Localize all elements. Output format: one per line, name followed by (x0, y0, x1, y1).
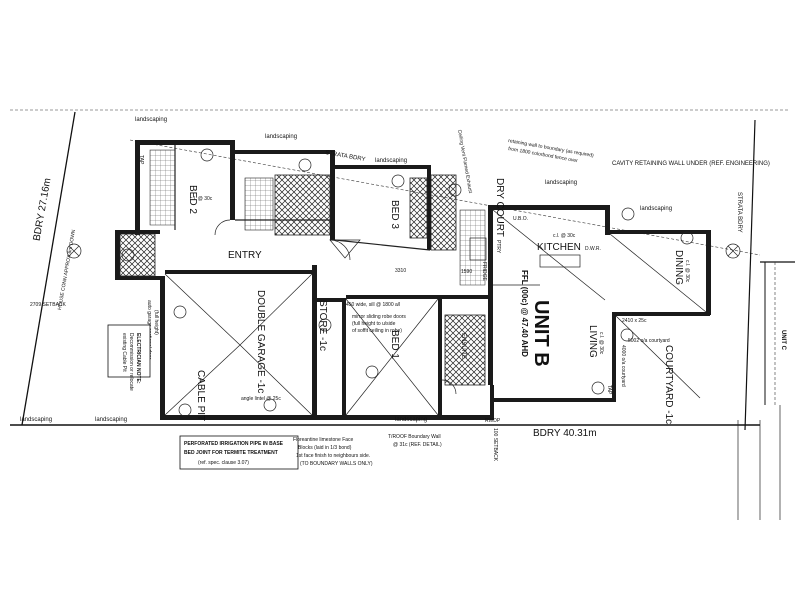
bed3-robe-hatch (409, 177, 428, 239)
room-ensuite: ENSUITE (460, 333, 466, 359)
bottom-boundary-label: BDRY 40.31m (533, 428, 597, 439)
landscaping-label-6: landscaping (20, 417, 52, 423)
room-entry: ENTRY (228, 250, 262, 261)
electrician-note-title: ELECTRICIAN NOTE: (135, 333, 141, 384)
sliding-door-note-1: mirror sliding robe doors (352, 314, 406, 320)
sewer-marker-right (725, 243, 741, 259)
room-kitchen: KITCHEN (537, 242, 581, 253)
room-dry-court: DRY COURT (494, 178, 505, 237)
electrician-note-2: existing Cable Pit (121, 333, 127, 372)
dwr-label: D.W.R. (585, 246, 601, 252)
ceiling-markers (121, 148, 694, 417)
room-bed3: BED 3 (389, 200, 400, 229)
room-dining: DINING (673, 250, 684, 285)
sliding-door-note-3: of soffit ceiling in robe) (352, 328, 402, 334)
fridge-label: FRIDGE (481, 262, 487, 282)
limestone-note-2: Blocks (laid in 1/3 bond) (298, 445, 352, 451)
ceiling-bed2: c.l. @ 30c (190, 196, 213, 202)
boundary-wall-note-2: @ 31c (REF. DETAIL) (393, 442, 442, 448)
tap-label-2: TAP (606, 385, 612, 395)
ceiling-vent-note: Ceiling Vent Flamed Exhaust (456, 129, 473, 194)
strata-boundary-right-label: STRATA BDRY (736, 192, 742, 233)
dry-court-hatch (430, 174, 457, 251)
boundary-wall-note-1: T/ROOF Boundary Wall (388, 434, 441, 440)
landscaping-label-2: landscaping (265, 134, 297, 140)
pantry-tiles (459, 209, 486, 286)
room-store: STORE -1c (317, 300, 328, 351)
angle-lintel-note: angle lintel @ 25c (241, 396, 281, 402)
irrigation-note-2: BED JOINT FOR TERMITE TREATMENT (184, 450, 278, 456)
room-courtyard: COURTYARD -1c (663, 345, 674, 424)
sewer-marker-left (66, 243, 82, 259)
ensuite-hatch (444, 314, 486, 386)
landscaping-label-7: landscaping (95, 417, 127, 423)
garage-door-note-2: (full height) (153, 310, 159, 335)
irrigation-note: PERFORATED IRRIGATION PIPE IN BASE BED J… (179, 435, 299, 470)
dim-2410: 2410 x 25c (622, 318, 647, 324)
rwdp-label: RWDP (485, 418, 501, 424)
ceiling-dining: c.l. @ 30c (684, 260, 690, 283)
lintel-450-note: 450 wide, sill @ 1800 a/l (346, 302, 400, 308)
bathroom-hatch (274, 174, 331, 236)
limestone-note: Floreantine limestone Face Blocks (laid … (293, 437, 373, 467)
left-boundary-label: BDRY 27.16m (32, 177, 54, 242)
landscaping-label-3: landscaping (375, 158, 407, 164)
room-living: LIVING (587, 325, 598, 358)
limestone-note-3: 1st face finish to neighbours side. (296, 453, 370, 459)
ceiling-kitchen: c.l. @ 30c (553, 233, 576, 239)
landscaping-label-4: landscaping (545, 180, 577, 186)
landscaping-label-8: landscaping (395, 417, 427, 423)
irrigation-note-3: (ref. spec. clause 3.07) (198, 460, 249, 466)
dim-3310: 3310 (395, 268, 406, 274)
unit-c-label: UNIT C (780, 330, 786, 351)
setback-bottom: 100 SETBACK (492, 428, 498, 462)
limestone-note-4: (TO BOUNDARY WALLS ONLY) (300, 461, 373, 467)
setback-left: 2709 SETBACK (30, 302, 67, 308)
ubo-label: U.B.O. (513, 216, 528, 222)
sliding-door-note-2: (full height to u/side (352, 321, 396, 327)
tap-label: TAP (138, 155, 144, 165)
ceiling-living: c.l. @ 30c (598, 332, 604, 355)
room-bed2: BED 2 (187, 185, 198, 214)
laundry-hatch (119, 233, 156, 277)
cavity-wall-note: CAVITY RETAINING WALL UNDER (REF. ENGINE… (612, 161, 770, 167)
pantry-label: PTRY (495, 240, 501, 254)
irrigation-note-1: PERFORATED IRRIGATION PIPE IN BASE (184, 441, 284, 447)
bed2-robe (149, 149, 176, 226)
outer-walls (115, 140, 711, 420)
room-bed1: BED 1 (389, 330, 400, 359)
house-connection-note: HOUSE CONN APPROX 6m DOWN (57, 229, 77, 311)
ffl-level: FFL (00c) @ 47.40 AHD (520, 270, 529, 357)
room-cable-pit: CABLE PIT (195, 370, 206, 421)
unit-label: UNIT B (530, 300, 552, 367)
internal-linework (174, 145, 581, 395)
limestone-note-1: Floreantine limestone Face (293, 437, 354, 443)
landscaping-label-1: landscaping (135, 117, 167, 123)
electrician-note: ELECTRICIAN NOTE: Decommission or reloca… (107, 324, 151, 391)
landscaping-label-5: landscaping (640, 206, 672, 212)
right-side-notes (737, 405, 781, 520)
wc-tiles (244, 177, 274, 231)
dim-4000: 4000 o/a courtyard (620, 345, 626, 387)
boundary-wall-note: T/ROOF Boundary Wall @ 31c (REF. DETAIL) (388, 434, 442, 448)
electrician-note-1: Decommission or relocate (128, 333, 134, 391)
dim-1590: 1590 (461, 269, 472, 275)
room-double-garage: DOUBLE GARAGE -1c (255, 290, 266, 393)
dim-5002: 5002 o/a courtyard (628, 338, 670, 344)
